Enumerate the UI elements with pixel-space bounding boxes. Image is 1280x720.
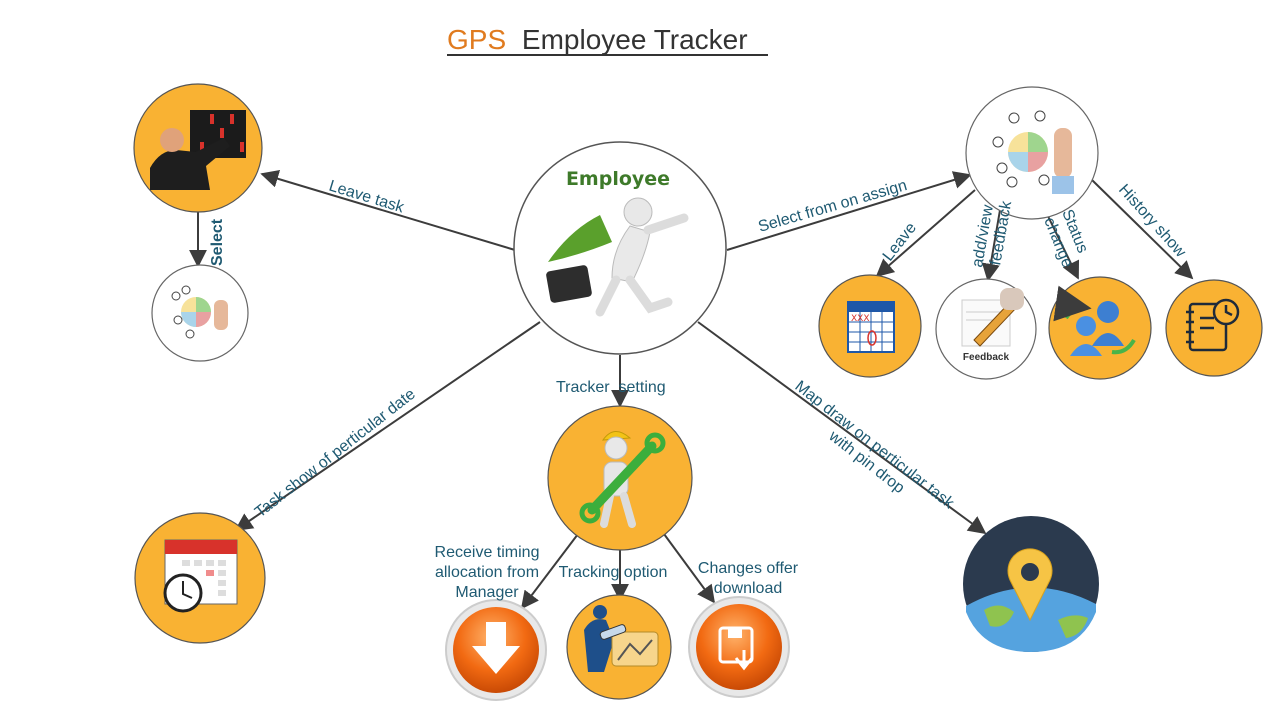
node-tracker-setting[interactable]	[547, 405, 693, 551]
title-employee-tracker: Employee Tracker	[522, 24, 748, 55]
node-feedback[interactable]: Feedback	[935, 278, 1037, 380]
node-map-draw[interactable]	[963, 516, 1099, 652]
calendar-clock-icon	[163, 539, 238, 613]
feedback-pen-icon: Feedback	[961, 288, 1024, 363]
label-tracking-option: Tracking option	[559, 564, 668, 581]
users-swap-icon	[1053, 285, 1136, 356]
pie-chart-icon	[992, 110, 1074, 194]
arrow-history	[1091, 179, 1194, 280]
label-tracker-setting: Tracker setting	[556, 379, 666, 396]
svg-text:GPS Employee Tracker: GPS Employee Tracker	[447, 24, 748, 55]
download-arrow-icon	[472, 622, 520, 674]
globe-pin-icon	[966, 548, 1096, 652]
pie-chart-icon	[171, 285, 228, 339]
node-employee[interactable]: Employee	[513, 141, 727, 355]
node-select-chart[interactable]	[151, 264, 249, 362]
label-changes-2: download	[714, 580, 783, 597]
diagram-title: GPS Employee Tracker	[447, 24, 768, 56]
label-receive-3: Manager	[455, 584, 519, 601]
node-tracking-option[interactable]	[566, 594, 672, 700]
worker-wrench-icon	[579, 431, 666, 528]
arrow-feedback	[981, 209, 1001, 282]
label-receive-2: allocation from	[435, 564, 539, 581]
label-task-show: Task show of perticular date	[252, 386, 419, 522]
running-figure-icon	[546, 197, 689, 317]
node-leave-task[interactable]	[133, 83, 263, 213]
feedback-caption: Feedback	[963, 352, 1010, 363]
calendar-marks: XXX	[851, 314, 870, 324]
node-changes-download[interactable]	[688, 596, 790, 698]
label-receive-1: Receive timing	[435, 544, 540, 561]
arrow-map-draw	[697, 321, 987, 535]
node-leave[interactable]: XXX	[818, 274, 922, 378]
notebook-clock-icon	[1186, 298, 1240, 352]
label-leave: Leave	[880, 220, 920, 265]
node-history-show[interactable]	[1165, 279, 1263, 377]
arrow-receive	[520, 533, 579, 610]
label-leave-task: Leave task	[327, 178, 407, 217]
label-history-show: History show	[1115, 181, 1189, 261]
node-status-change[interactable]	[1048, 276, 1152, 380]
people-grid-icon	[150, 110, 246, 190]
label-select-from-on-assign: Select from on assign	[756, 177, 909, 236]
node-assign-chart[interactable]	[965, 86, 1099, 220]
arrow-task-show	[234, 321, 541, 532]
node-task-show[interactable]	[134, 512, 266, 644]
employee-label: Employee	[566, 168, 670, 190]
arrow-status	[1044, 209, 1080, 280]
label-select: Select	[209, 218, 226, 266]
title-gps: GPS	[447, 24, 506, 55]
floppy-download-icon	[718, 626, 754, 671]
arrow-leave	[875, 189, 976, 278]
label-map-draw-1: Map draw on perticular task	[792, 378, 958, 513]
label-changes-1: Changes offer	[698, 560, 799, 577]
connectors	[189, 170, 1194, 610]
calendar-icon: XXX	[847, 301, 895, 353]
arrow-changes	[663, 533, 716, 604]
node-receive-timing[interactable]	[445, 599, 547, 701]
arrow-leave-task	[260, 170, 516, 251]
arrow-select-from-assign	[726, 171, 972, 251]
tracking-figures-icon	[584, 605, 659, 672]
